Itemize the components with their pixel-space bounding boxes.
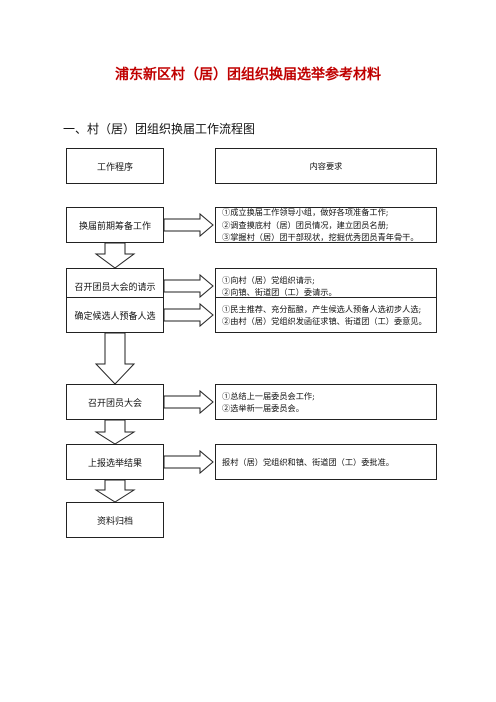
requirement-line: 报村（居）党组织和镇、街道团（工）委批准。 [222, 456, 394, 467]
step-label: 召开团员大会 [87, 398, 142, 409]
requirements-preparation: ①成立换届工作领导小组，做好各项准备工作; ②调查摸底村（居）团员情况，建立团员… [215, 207, 437, 243]
right-arrow-icon [163, 389, 214, 415]
requirements-candidate-selection: ①民主推荐、充分酝酿，产生候选人预备人选初步人选; ②由村（居）党组织发函征求镇… [215, 297, 437, 333]
step-label: 确定候选人预备人选 [74, 311, 156, 322]
requirement-line: ②由村（居）党组织发函征求镇、街道团（工）委意见。 [222, 316, 427, 326]
header-content-requirements: 内容要求 [215, 148, 437, 184]
right-arrow-icon [163, 273, 214, 299]
header-content-requirements-label: 内容要求 [309, 160, 343, 171]
requirement-line: ①总结上一届委员会工作; [222, 390, 315, 401]
requirement-line: ③掌握村（居）团干部现状，挖掘优秀团员青年骨干。 [222, 232, 419, 243]
requirement-line: ①民主推荐、充分酝酿，产生候选人预备人选初步人选; [222, 303, 422, 314]
requirement-line: ②调查摸底村（居）团员情况，建立团员名册; [222, 219, 389, 230]
step-label: 换届前期筹备工作 [78, 221, 151, 232]
step-label: 上报选举结果 [87, 458, 142, 469]
requirement-line: ②选举新一届委员会。 [222, 403, 304, 413]
step-label: 召开团员大会的请示 [74, 282, 156, 293]
requirement-line: ①向村（居）党组织请示; [222, 274, 315, 285]
header-work-procedure-label: 工作程序 [96, 162, 133, 173]
right-arrow-icon [163, 212, 214, 238]
section-heading: 一、村（居）团组织换届工作流程图 [63, 122, 256, 136]
down-arrow-icon [94, 242, 136, 269]
down-arrow-icon [94, 479, 136, 503]
requirement-line: ①成立换届工作领导小组，做好各项准备工作; [222, 207, 389, 218]
requirements-report-results: 报村（居）党组织和镇、街道团（工）委批准。 [215, 444, 437, 480]
right-arrow-icon [163, 302, 214, 328]
step-candidate-selection: 确定候选人预备人选 [66, 297, 164, 333]
header-work-procedure: 工作程序 [66, 148, 164, 184]
requirement-line: ②向镇、街道团（工）委请示。 [222, 287, 337, 297]
step-label: 资料归档 [96, 516, 133, 527]
down-arrow-icon [94, 332, 136, 385]
down-arrow-icon [94, 419, 136, 445]
requirements-member-meeting: ①总结上一届委员会工作; ②选举新一届委员会。 [215, 384, 437, 420]
document-title: 浦东新区村（居）团组织换届选举参考材料 [115, 67, 381, 83]
right-arrow-icon [163, 449, 214, 475]
